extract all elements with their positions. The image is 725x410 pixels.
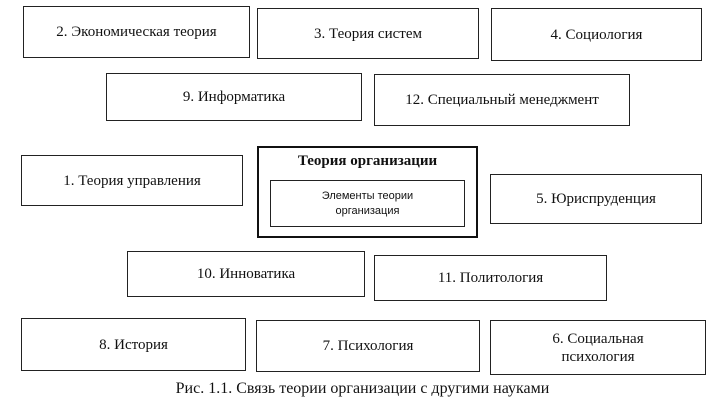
- center-box-organization-theory: Теория организации Элементы теории орган…: [257, 146, 478, 238]
- box-management-theory: 1. Теория управления: [21, 155, 243, 206]
- box-special-management: 12. Специальный менеджмент: [374, 74, 630, 126]
- box-history: 8. История: [21, 318, 246, 371]
- box-social-psychology-label: 6. Социальная психология: [552, 330, 644, 365]
- box-economic-theory: 2. Экономическая теория: [23, 6, 250, 58]
- box-sociology: 4. Социология: [491, 8, 702, 61]
- box-systems-theory: 3. Теория систем: [257, 8, 479, 59]
- box-jurisprudence: 5. Юриспруденция: [490, 174, 702, 224]
- box-innovatics: 10. Инноватика: [127, 251, 365, 297]
- figure-caption: Рис. 1.1. Связь теории организации с дру…: [175, 380, 550, 397]
- box-psychology: 7. Психология: [256, 320, 480, 372]
- box-informatics: 9. Информатика: [106, 73, 362, 121]
- center-inner-box: Элементы теории организация: [270, 180, 465, 227]
- box-political-science: 11. Политология: [374, 255, 607, 301]
- center-box-title: Теория организации: [297, 153, 438, 169]
- box-social-psychology: 6. Социальная психология: [490, 320, 706, 375]
